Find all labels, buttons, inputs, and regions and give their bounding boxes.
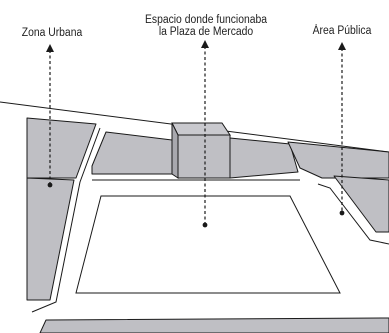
former-market-footprint bbox=[75, 195, 341, 294]
market-tower-top bbox=[171, 122, 231, 136]
plaza-marker bbox=[202, 222, 208, 228]
lower-block-strip bbox=[39, 317, 389, 333]
market-wing-right bbox=[229, 137, 299, 179]
urban-zone-label: Zona Urbana bbox=[21, 27, 83, 39]
plaza-label-line2: la Plaza de Mercado bbox=[158, 26, 254, 38]
plaza-label-line1: Espacio donde funcionaba bbox=[144, 14, 268, 26]
urban-block-back bbox=[26, 117, 97, 179]
public-block-back bbox=[287, 141, 389, 179]
plaza-label: Espacio donde funcionaba la Plaza de Mer… bbox=[127, 14, 285, 38]
urban-block-front bbox=[26, 177, 75, 301]
public-area-marker bbox=[339, 210, 345, 216]
public-area-arrowhead bbox=[338, 42, 346, 50]
urban-zone-marker bbox=[47, 182, 53, 188]
left-sidewalk-edge bbox=[31, 127, 101, 313]
urban-zone-arrowhead bbox=[46, 44, 54, 52]
plaza-arrowhead bbox=[201, 40, 209, 48]
market-base-left bbox=[91, 131, 173, 175]
right-sidewalk-edge bbox=[317, 183, 389, 245]
market-tower-face bbox=[177, 134, 231, 179]
public-block-front bbox=[333, 175, 389, 233]
public-area-label: Área Pública bbox=[312, 25, 372, 37]
